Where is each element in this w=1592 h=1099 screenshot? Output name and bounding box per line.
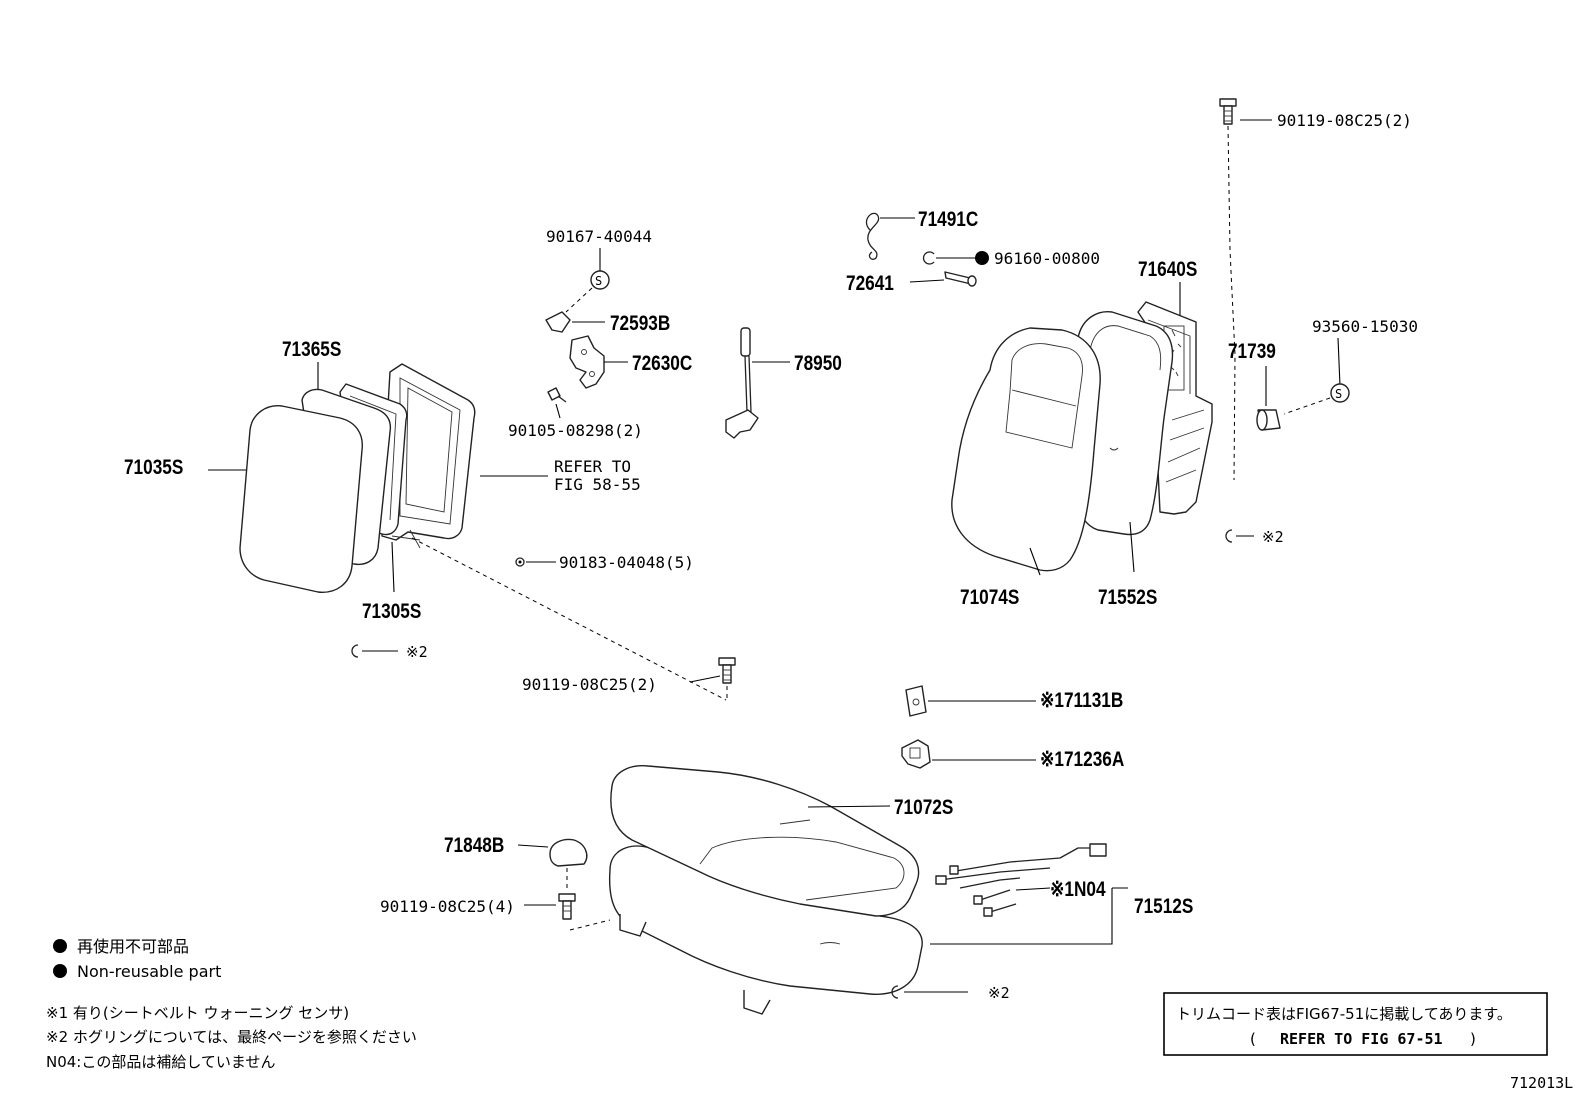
label-90119-mid: 90119-08C25(2) — [522, 675, 657, 694]
leader-72641 — [909, 279, 945, 283]
leader-90105 — [555, 403, 561, 419]
label-71491C: 71491C — [918, 209, 978, 232]
label-71131B: ※171131B — [1040, 690, 1123, 713]
label-refer-line1: REFER TO — [554, 457, 631, 476]
figure-code: 712013L — [1510, 1074, 1573, 1092]
label-71365S: 71365S — [282, 339, 342, 362]
note-2: ※2 ホグリングについては、最終ページを参照ください — [46, 1028, 417, 1046]
ring-96160 — [922, 251, 935, 265]
trim-box-close-paren: ) — [1470, 1030, 1476, 1048]
note-1: ※1 有り(シートベルト ウォーニング センサ) — [46, 1004, 349, 1022]
leader-71848B — [517, 844, 549, 848]
seat-cushion-cover-71072S — [610, 765, 920, 917]
label-96160: 96160-00800 — [994, 249, 1100, 268]
svg-text:S: S — [1335, 387, 1342, 401]
label-90119-low: 90119-08C25(4) — [380, 897, 515, 916]
note-3: N04:この部品は補給していません — [46, 1053, 275, 1071]
sensor-71131B — [905, 685, 927, 717]
label-72641: 72641 — [846, 273, 894, 296]
label-71848B: 71848B — [444, 835, 504, 858]
bolt-90105 — [547, 387, 567, 403]
label-90167: 90167-40044 — [546, 227, 652, 246]
legend-en: Non-reusable part — [77, 962, 221, 981]
hogring-icon — [1225, 529, 1233, 543]
hogring-icon — [351, 644, 359, 658]
seatback-cover-71074S — [951, 327, 1119, 572]
label-93560: 93560-15030 — [1312, 317, 1418, 336]
label-mark2-left: ※2 — [406, 643, 428, 661]
non-reusable-dot-icon — [53, 964, 67, 978]
label-71236A: ※171236A — [1040, 749, 1124, 772]
trim-box-line2: REFER TO FIG 67-51 — [1280, 1030, 1443, 1048]
pin-72641 — [944, 271, 977, 287]
trim-code-box — [1163, 992, 1548, 1056]
trim-box-open-paren: ( — [1250, 1030, 1256, 1048]
leader-71074S — [1029, 547, 1041, 576]
svg-text:S: S — [595, 274, 602, 288]
non-reusable-dot-icon — [975, 251, 989, 265]
screw-s-icon — [1330, 383, 1350, 403]
hinge-72630C — [569, 335, 605, 389]
label-90119-top: 90119-08C25(2) — [1277, 111, 1412, 130]
dashline-93560 — [1283, 397, 1331, 415]
legend-jp: 再使用不可部品 — [77, 937, 189, 956]
label-90105: 90105-08298(2) — [508, 421, 643, 440]
label-78950: 78950 — [794, 353, 842, 376]
label-72630C: 72630C — [632, 353, 692, 376]
label-N04: ※1N04 — [1050, 879, 1106, 902]
label-71552S: 71552S — [1098, 587, 1158, 610]
leader-71552S — [1129, 521, 1135, 573]
connector-71236A — [901, 739, 931, 769]
leader-N04 — [1015, 887, 1051, 891]
label-71072S: 71072S — [894, 797, 954, 820]
spring-71491C — [865, 212, 880, 260]
knob-71848B — [549, 838, 588, 867]
label-71035S: 71035S — [124, 457, 184, 480]
knob-71739 — [1256, 409, 1281, 431]
label-71739: 71739 — [1228, 341, 1276, 364]
screw-s-icon — [590, 270, 610, 290]
washer-90183 — [515, 557, 525, 567]
seatback-pad-71552S — [1077, 311, 1174, 536]
label-71305S: 71305S — [362, 601, 422, 624]
dashline-90167 — [565, 287, 593, 313]
non-reusable-dot-icon — [53, 939, 67, 953]
clip-72593B — [545, 311, 571, 333]
leader-71072S — [807, 805, 891, 808]
leader-90119-mid — [689, 675, 721, 683]
bolt-90119-top — [1219, 98, 1237, 125]
label-71640S: 71640S — [1138, 259, 1198, 282]
trim-box-line1: トリムコード表はFIG67-51に掲載してあります。 — [1176, 1005, 1512, 1023]
label-71512S: 71512S — [1134, 896, 1194, 919]
lever-78950 — [725, 327, 759, 439]
leader-93560 — [1337, 337, 1341, 387]
dashline-frame-to-bolt — [411, 537, 727, 701]
wire-harness — [935, 843, 1107, 917]
label-mark2-right: ※2 — [1262, 528, 1284, 546]
label-mark2-bottom: ※2 — [988, 984, 1010, 1002]
bolt-90119-mid — [718, 657, 736, 684]
label-refer-line2: FIG 58-55 — [554, 475, 641, 494]
leader-71305S — [391, 541, 395, 593]
bolt-90119-low — [558, 893, 576, 920]
hogring-icon — [891, 985, 899, 999]
dashline-bolt-to-frame — [1227, 125, 1236, 481]
label-72593B: 72593B — [610, 313, 670, 336]
label-71074S: 71074S — [960, 587, 1020, 610]
leader-71512S — [930, 887, 1128, 945]
seatback-cover-71035S — [239, 405, 363, 593]
label-90183: 90183-04048(5) — [559, 553, 694, 572]
